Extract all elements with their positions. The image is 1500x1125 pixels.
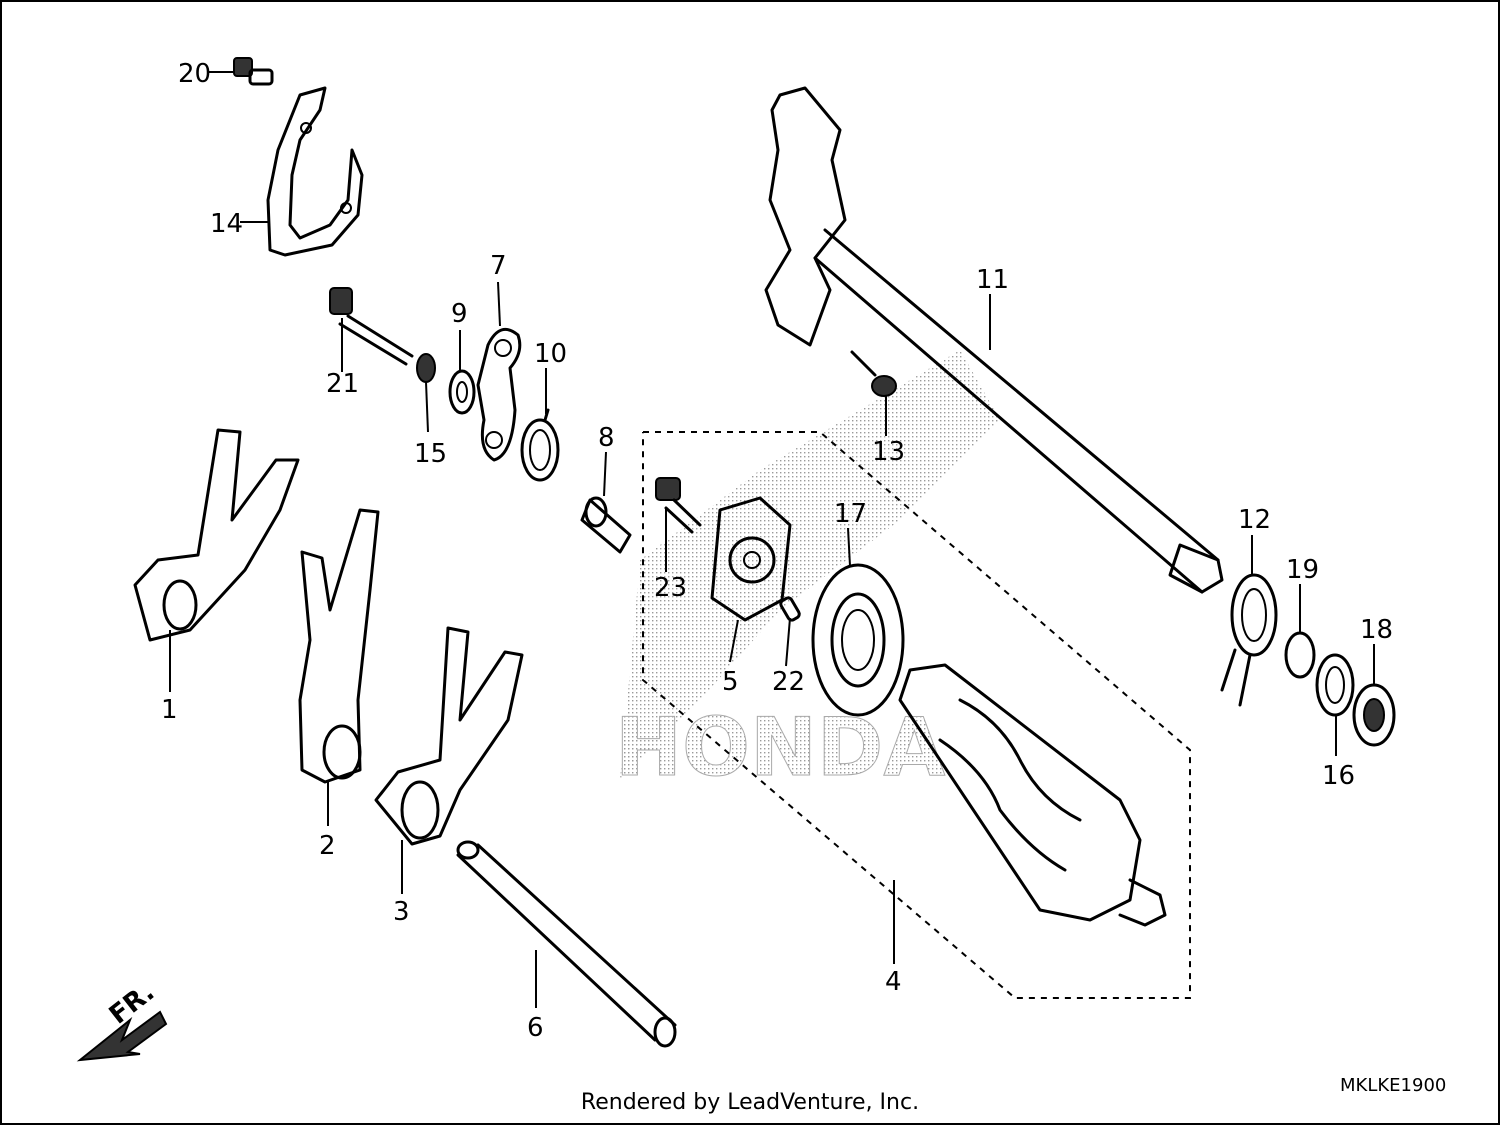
- watermark-text: HONDA: [615, 701, 945, 794]
- front-direction-arrow: FR.: [76, 977, 168, 1062]
- callout-1: 1: [161, 695, 178, 725]
- callout-23: 23: [654, 573, 687, 603]
- part-12-return-spring: [1220, 573, 1278, 707]
- part-11-shift-shaft: [764, 86, 1224, 594]
- diagram-code: MKLKE1900: [1340, 1075, 1447, 1096]
- part-13-pin: [850, 350, 897, 397]
- footer-credit: Rendered by LeadVenture, Inc.: [580, 1090, 920, 1115]
- callout-14: 14: [210, 209, 243, 239]
- part-15-nut: [416, 353, 436, 383]
- callout-13: 13: [872, 437, 905, 467]
- callout-2: 2: [319, 831, 336, 861]
- callout-8: 8: [598, 423, 615, 453]
- callout-11: 11: [976, 265, 1009, 295]
- part-3-shift-fork: [374, 626, 524, 846]
- part-2-shift-fork: [298, 508, 380, 784]
- callout-15: 15: [414, 439, 447, 469]
- callout-7: 7: [490, 251, 507, 281]
- callout-19: 19: [1286, 555, 1319, 585]
- part-19-circlip: [1284, 631, 1316, 679]
- part-23-bolt: [655, 477, 702, 534]
- part-16-washer: [1315, 653, 1355, 717]
- part-10-spring: [520, 408, 560, 482]
- part-7-stopper-arm: [476, 327, 522, 462]
- callout-21: 21: [326, 369, 359, 399]
- callout-20: 20: [178, 59, 211, 89]
- part-4-shift-drum: [898, 663, 1167, 927]
- callout-4: 4: [885, 967, 902, 997]
- part-1-shift-fork: [133, 428, 300, 642]
- callout-5: 5: [722, 667, 739, 697]
- part-17-bearing: [811, 563, 905, 717]
- callout-17: 17: [834, 499, 867, 529]
- callout-12: 12: [1238, 505, 1271, 535]
- part-22-dowel-pin: [779, 596, 801, 622]
- part-6-fork-shaft: [456, 840, 677, 1048]
- callout-labels: 20 14 21 15 9 7 10 8 23 5 22 17 11 13 12…: [161, 59, 1393, 1043]
- assembly-outline: [642, 431, 1191, 999]
- callout-6: 6: [527, 1013, 544, 1043]
- leader-lines: [169, 71, 1375, 1008]
- part-14-guide-plate: [266, 86, 364, 257]
- part-8-pin: [580, 496, 632, 554]
- callout-22: 22: [772, 667, 805, 697]
- part-20-bolt: [233, 57, 274, 86]
- part-9-washer: [448, 369, 476, 415]
- part-21-bolt: [329, 287, 414, 366]
- callout-16: 16: [1322, 761, 1355, 791]
- callout-3: 3: [393, 897, 410, 927]
- callout-18: 18: [1360, 615, 1393, 645]
- callout-9: 9: [451, 299, 468, 329]
- callout-10: 10: [534, 339, 567, 369]
- watermark-logo: HONDA: [615, 350, 1000, 795]
